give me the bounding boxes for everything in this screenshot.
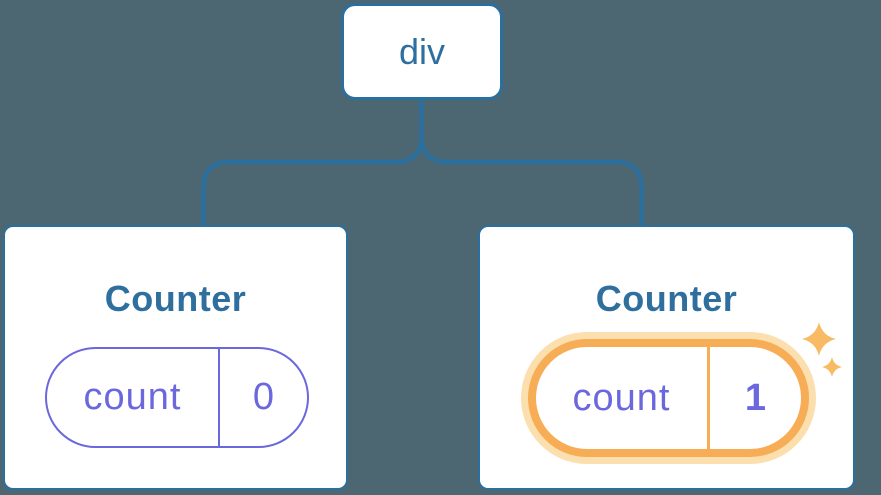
state-pill: count 0 [45,347,309,448]
sparkle-large [802,322,836,356]
state-value: 1 [744,376,767,419]
root-node-div: div [341,3,503,100]
connector-left-branch [201,100,424,226]
state-pill-highlighted: count 1 [528,339,809,457]
pill-divider [707,347,710,449]
state-key-label: count [572,376,671,419]
pill-divider [218,349,220,446]
sparkle-icon [802,322,842,377]
root-node-label: div [398,30,446,72]
connector-right-branch [419,100,644,226]
counter-title: Counter [104,278,247,319]
counter-card-left: Counter count 0 [3,225,348,490]
counter-title: Counter [595,278,738,319]
state-key-label: count [83,376,182,418]
counter-card-right: Counter count 1 [478,225,855,490]
state-value: 0 [252,376,275,418]
sparkle-small [822,357,842,377]
